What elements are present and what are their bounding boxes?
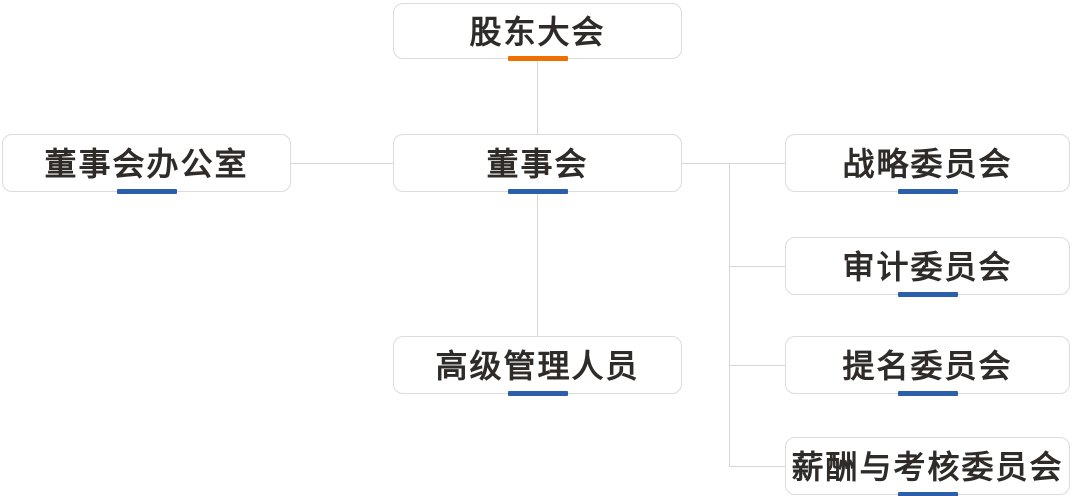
connector-trunk-to-compensation-committee: [729, 466, 785, 467]
connector-trunk-to-audit-committee: [729, 266, 785, 267]
node-compensation-assessment-committee-label: 薪酬与考核委员会: [791, 449, 1064, 485]
node-board-of-directors-label: 董事会: [486, 146, 589, 182]
node-senior-management: 高级管理人员: [393, 336, 682, 396]
node-nomination-committee: 提名委员会: [785, 336, 1070, 396]
connector-trunk-to-nomination-committee: [729, 365, 785, 366]
connector-board-to-strategy-committee: [682, 163, 785, 164]
node-audit-committee: 审计委员会: [785, 237, 1070, 297]
node-shareholders-meeting: 股东大会: [393, 3, 682, 61]
node-board-office-label: 董事会办公室: [44, 146, 249, 182]
strategy-committee-accent-underline: [897, 189, 958, 194]
node-compensation-assessment-committee: 薪酬与考核委员会: [785, 437, 1070, 496]
node-audit-committee-label: 审计委员会: [842, 249, 1013, 285]
node-nomination-committee-label: 提名委员会: [842, 348, 1013, 384]
senior-management-accent-underline: [507, 391, 568, 396]
audit-committee-accent-underline: [897, 292, 958, 297]
node-strategy-committee-label: 战略委员会: [842, 146, 1013, 182]
node-board-office: 董事会办公室: [2, 134, 291, 194]
connector-board-to-senior-management: [537, 192, 538, 336]
compensation-committee-accent-underline: [897, 492, 958, 496]
shareholders-accent-underline: [507, 56, 568, 61]
node-strategy-committee: 战略委员会: [785, 134, 1070, 194]
nomination-committee-accent-underline: [897, 391, 958, 396]
connector-board-to-board-office: [291, 163, 393, 164]
board-accent-underline: [507, 189, 568, 194]
board-office-accent-underline: [116, 189, 177, 194]
node-senior-management-label: 高级管理人员: [435, 348, 640, 384]
node-board-of-directors: 董事会: [393, 134, 682, 194]
node-shareholders-meeting-label: 股东大会: [469, 14, 606, 50]
connector-committee-trunk: [729, 163, 730, 467]
connector-shareholders-to-board: [537, 59, 538, 134]
